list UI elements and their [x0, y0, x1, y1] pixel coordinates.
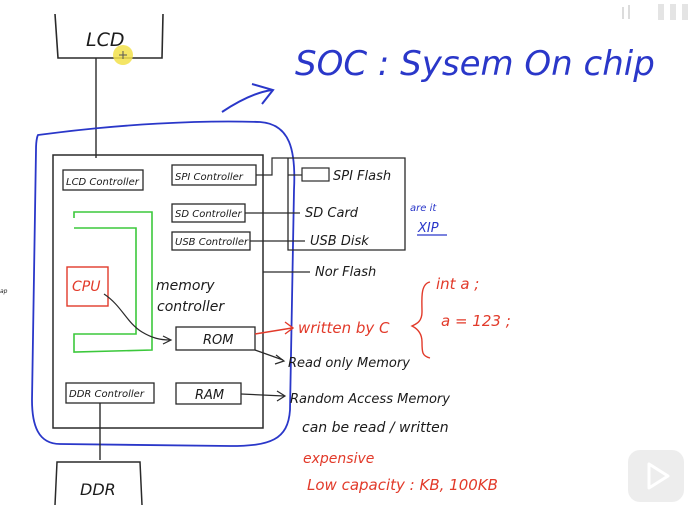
cursor-crosshair-icon: [119, 51, 127, 59]
cpu-to-rom-arrow: [103, 293, 171, 341]
rom-meaning-arrowhead: [274, 354, 286, 365]
ram-rw-note: can be read / written: [302, 420, 449, 436]
ddr-controller-label: DDR Controller: [69, 389, 145, 400]
lcd-controller-box: [62, 169, 144, 191]
rom-meaning-arrow: [254, 349, 284, 361]
play-button[interactable]: [628, 450, 684, 502]
bracket-note-line1: are it: [410, 203, 437, 214]
expensive-note: expensive: [303, 451, 374, 467]
spi-controller-label: SPI Controller: [175, 172, 244, 183]
code-line1: int a ;: [436, 275, 479, 293]
sd-card-label: SD Card: [305, 206, 359, 221]
soc-boundary: [31, 120, 296, 447]
lcd-controller-label: LCD Controller: [66, 177, 140, 188]
spi-flash-label: SPI Flash: [333, 169, 391, 184]
sd-controller-label: SD Controller: [175, 209, 243, 220]
memory-controller-label-line2: controller: [157, 299, 225, 315]
ram-meaning-arrow: [240, 393, 285, 397]
lcd-label: LCD: [86, 29, 124, 51]
usb-controller-label: USB Controller: [175, 237, 249, 248]
bracket-note-line2: XIP: [417, 221, 439, 236]
nor-flash-label: Nor Flash: [315, 265, 376, 280]
rom-written-arrow: [254, 327, 293, 335]
spi-link-line: [256, 157, 288, 176]
code-bracket: [410, 281, 431, 359]
external-devices-group: [287, 157, 406, 251]
memory-controller-label-line1: memory: [156, 278, 215, 294]
cpu-label: CPU: [72, 279, 100, 295]
ddr-controller-box: [65, 382, 155, 404]
rom-label: ROM: [203, 333, 233, 348]
ram-box: [175, 382, 242, 405]
side-fragment: ap: [0, 288, 8, 295]
rom-written-arrowhead: [284, 321, 295, 335]
rom-box: [175, 326, 256, 351]
code-line2: a = 123 ;: [441, 312, 511, 330]
title-pointer-arrowhead: [251, 83, 275, 105]
ram-meaning-arrowhead: [276, 390, 287, 402]
overlay-bars-icon: [622, 4, 688, 20]
ram-meaning-note: Random Access Memory: [290, 392, 450, 407]
spi-flash-chip: [301, 167, 330, 182]
title-pointer-arrow: [221, 89, 273, 113]
ddr-label: DDR: [80, 480, 116, 499]
title-text: SOC : Sysem On chip: [295, 44, 655, 84]
play-icon: [647, 462, 670, 490]
chip-block: [52, 154, 264, 429]
cpu-to-rom-arrowhead: [162, 335, 173, 345]
lcd-block: [54, 13, 164, 59]
usb-disk-label: USB Disk: [310, 234, 369, 249]
system-bus: [73, 211, 153, 353]
low-capacity-note: Low capacity : KB, 100KB: [307, 476, 498, 494]
written-by-c-note: written by C: [298, 319, 390, 337]
ddr-block: [54, 461, 143, 506]
cpu-box: [66, 266, 109, 307]
ram-label: RAM: [195, 388, 224, 403]
rom-meaning-note: Read only Memory: [288, 356, 410, 371]
